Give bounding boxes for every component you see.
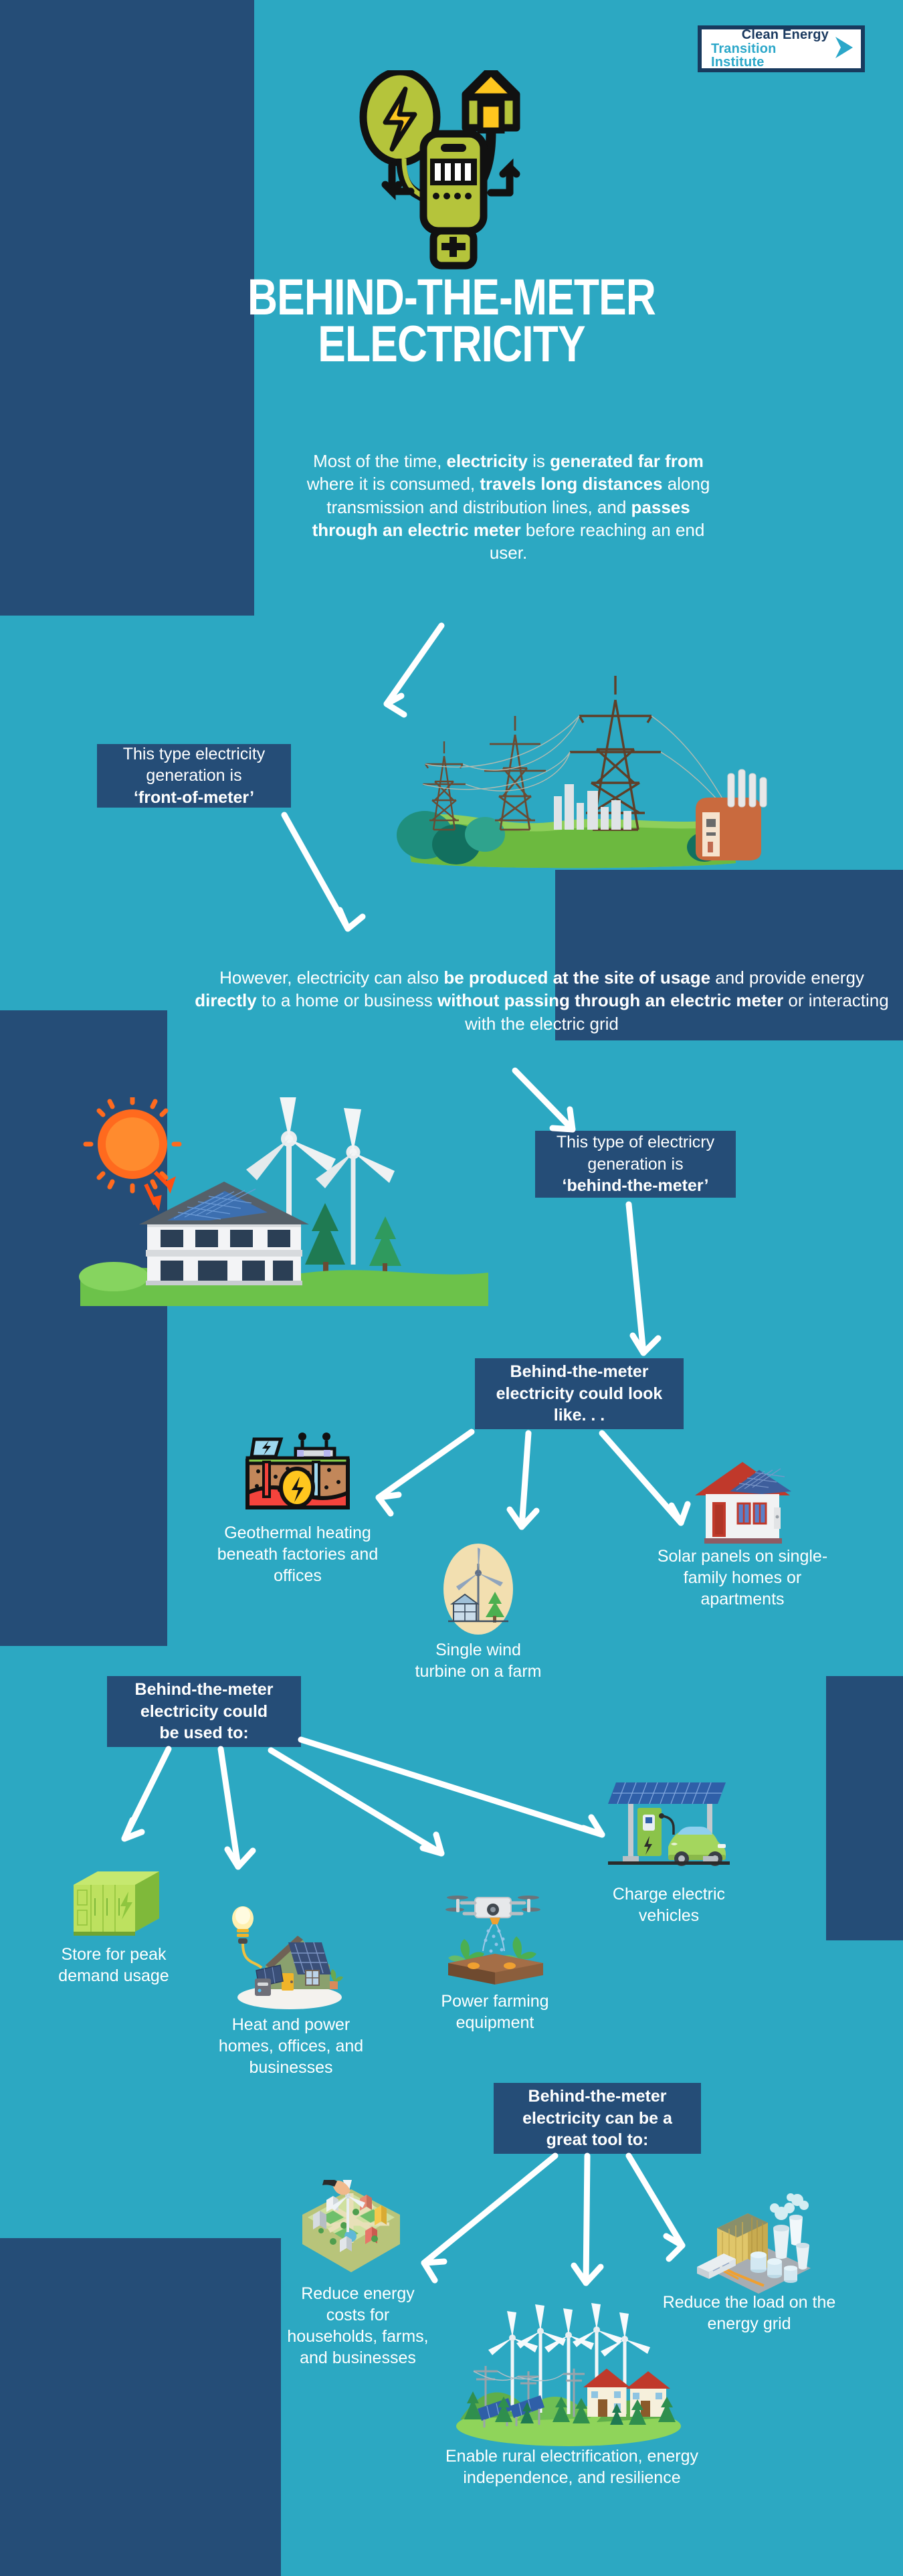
paragraph-segment-4: to a home or business	[256, 990, 438, 1011]
arrow-usedto-to-heat	[217, 1746, 241, 1870]
caption-heat-power: Heat and power homes, offices, and busin…	[218, 2015, 364, 2077]
caption-reduce-costs: Reduce energy costs for households, farm…	[287, 2284, 429, 2367]
caption-power-farming: Power farming equipment	[441, 1992, 549, 2032]
paragraph-segment-1: be produced at the site of usage	[443, 968, 711, 988]
great-tool-to-line2: electricity can be a	[522, 2108, 672, 2128]
paragraph-segment-4: where it is consumed,	[306, 474, 480, 494]
arrow-usedto-to-farming	[268, 1747, 445, 1857]
front-of-meter-callout: This type electricity generation is ‘fro…	[97, 744, 291, 808]
behind-the-meter-line1: This type of electricry	[556, 1133, 715, 1152]
could-look-like-line2: electricity could look	[496, 1384, 663, 1403]
bg-block-top-left	[0, 0, 254, 616]
brand-logo-text: Clean Energy Transition Institute	[711, 28, 829, 70]
paragraph-segment-7: passes through an electric meter	[312, 496, 690, 540]
arrow-btm-to-looklike	[625, 1201, 647, 1356]
great-tool-to-line3: great tool to:	[546, 2130, 649, 2150]
right-arrow-icon	[834, 35, 854, 64]
front-of-meter-line1: This type electricity	[122, 744, 266, 763]
bg-block-right-upper	[555, 870, 903, 1040]
bg-block-right-lower	[826, 1676, 903, 1940]
solar-house-wind-scene-icon	[67, 1097, 502, 1318]
front-of-meter-line3: ‘front-of-meter’	[133, 788, 255, 807]
caption-solar-panels: Solar panels on single-family homes or a…	[657, 1547, 828, 1608]
arrow-tool-to-plant	[625, 2152, 686, 2249]
paragraph-segment-5: without passing through an electric mete…	[437, 990, 784, 1011]
brand-logo-line1: Clean Energy	[741, 27, 829, 42]
electric-meter-icon	[334, 70, 569, 291]
caption-store-peak: Store for peak demand usage	[58, 1945, 169, 1985]
paragraph-segment-2: is	[527, 451, 550, 471]
caption-geothermal: Geothermal heating beneath factories and…	[217, 1524, 379, 1585]
battery-storage-icon	[60, 1857, 167, 1944]
rural-village-icon	[455, 2302, 682, 2449]
ev-charger-icon	[605, 1780, 732, 1880]
arrow-looklike-to-wind	[518, 1430, 532, 1530]
behind-the-meter-line2: generation is	[587, 1154, 684, 1174]
transmission-towers-icon	[395, 669, 769, 870]
paragraph-segment-0: Most of the time,	[313, 451, 447, 471]
arrow-looklike-to-solar	[599, 1430, 684, 1526]
arrow-tool-to-city	[421, 2152, 559, 2266]
solar-house-icon	[686, 1455, 799, 1549]
paragraph-segment-6: along transmission and distribution line…	[326, 474, 710, 517]
caption-reduce-load: Reduce the load on the energy grid	[662, 2293, 836, 2333]
geothermal-icon	[241, 1429, 355, 1522]
paragraph-segment-1: electricity	[446, 451, 528, 471]
wind-turbine-icon	[441, 1542, 515, 1636]
great-tool-to-callout: Behind-the-meter electricity can be a gr…	[494, 2083, 701, 2154]
could-be-used-to-line2: electricity could	[140, 1701, 268, 1721]
paragraph-segment-3: generated far from	[550, 451, 704, 471]
paragraph-segment-6: or interacting with the electric grid	[465, 990, 889, 1034]
paragraph-segment-2: and provide energy	[710, 968, 864, 988]
behind-the-meter-line3: ‘behind-the-meter’	[562, 1176, 709, 1196]
page-title-line1: BEHIND-THE-METER	[247, 269, 656, 326]
caption-wind-turbine: Single wind turbine on a farm	[415, 1641, 542, 1681]
bg-block-bottom-left	[0, 2238, 281, 2576]
farm-drone-icon	[435, 1880, 555, 1987]
solar-home-bulb-icon	[224, 1904, 351, 2011]
page-title: BEHIND-THE-METER ELECTRICITY	[221, 269, 682, 373]
could-be-used-to-line3: be used to:	[159, 1724, 249, 1743]
paragraph-segment-5: travels long distances	[480, 474, 663, 494]
paragraph-segment-8: before reaching an end user.	[489, 519, 705, 563]
caption-charge-ev: Charge electric vehicles	[612, 1885, 726, 1925]
caption-rural-electrification: Enable rural electrification, energy ind…	[445, 2447, 698, 2487]
could-look-like-line3: like. . .	[553, 1406, 605, 1425]
could-be-used-to-line1: Behind-the-meter	[134, 1680, 274, 1699]
paragraph-segment-3: directly	[195, 990, 257, 1011]
brand-logo-line2: Transition Institute	[711, 41, 777, 70]
intro-paragraph: Most of the time, electricity is generat…	[301, 450, 716, 565]
arrow-usedto-to-ev	[298, 1736, 605, 1838]
arrow-looklike-to-geothermal	[375, 1429, 475, 1501]
arrow-usedto-to-store	[121, 1746, 172, 1842]
power-plant-icon	[689, 2188, 816, 2295]
paragraph-segment-0: However, electricity can also	[219, 968, 444, 988]
could-be-used-to-callout: Behind-the-meter electricity could be us…	[107, 1676, 301, 1747]
arrow-fom-to-however	[281, 812, 351, 932]
brand-logo[interactable]: Clean Energy Transition Institute	[698, 25, 865, 72]
page-title-line2: ELECTRICITY	[318, 315, 585, 373]
arrow-tool-to-rural	[583, 2152, 591, 2286]
front-of-meter-line2: generation is	[146, 766, 242, 786]
arrow-however-to-btm	[512, 1067, 576, 1133]
great-tool-to-line1: Behind-the-meter	[528, 2087, 667, 2106]
however-paragraph: However, electricity can also be produce…	[194, 966, 890, 1035]
could-look-like-line1: Behind-the-meter	[510, 1362, 649, 1382]
city-map-icon	[294, 2180, 408, 2287]
could-look-like-callout: Behind-the-meter electricity could look …	[475, 1358, 684, 1429]
behind-the-meter-callout: This type of electricry generation is ‘b…	[535, 1131, 736, 1198]
